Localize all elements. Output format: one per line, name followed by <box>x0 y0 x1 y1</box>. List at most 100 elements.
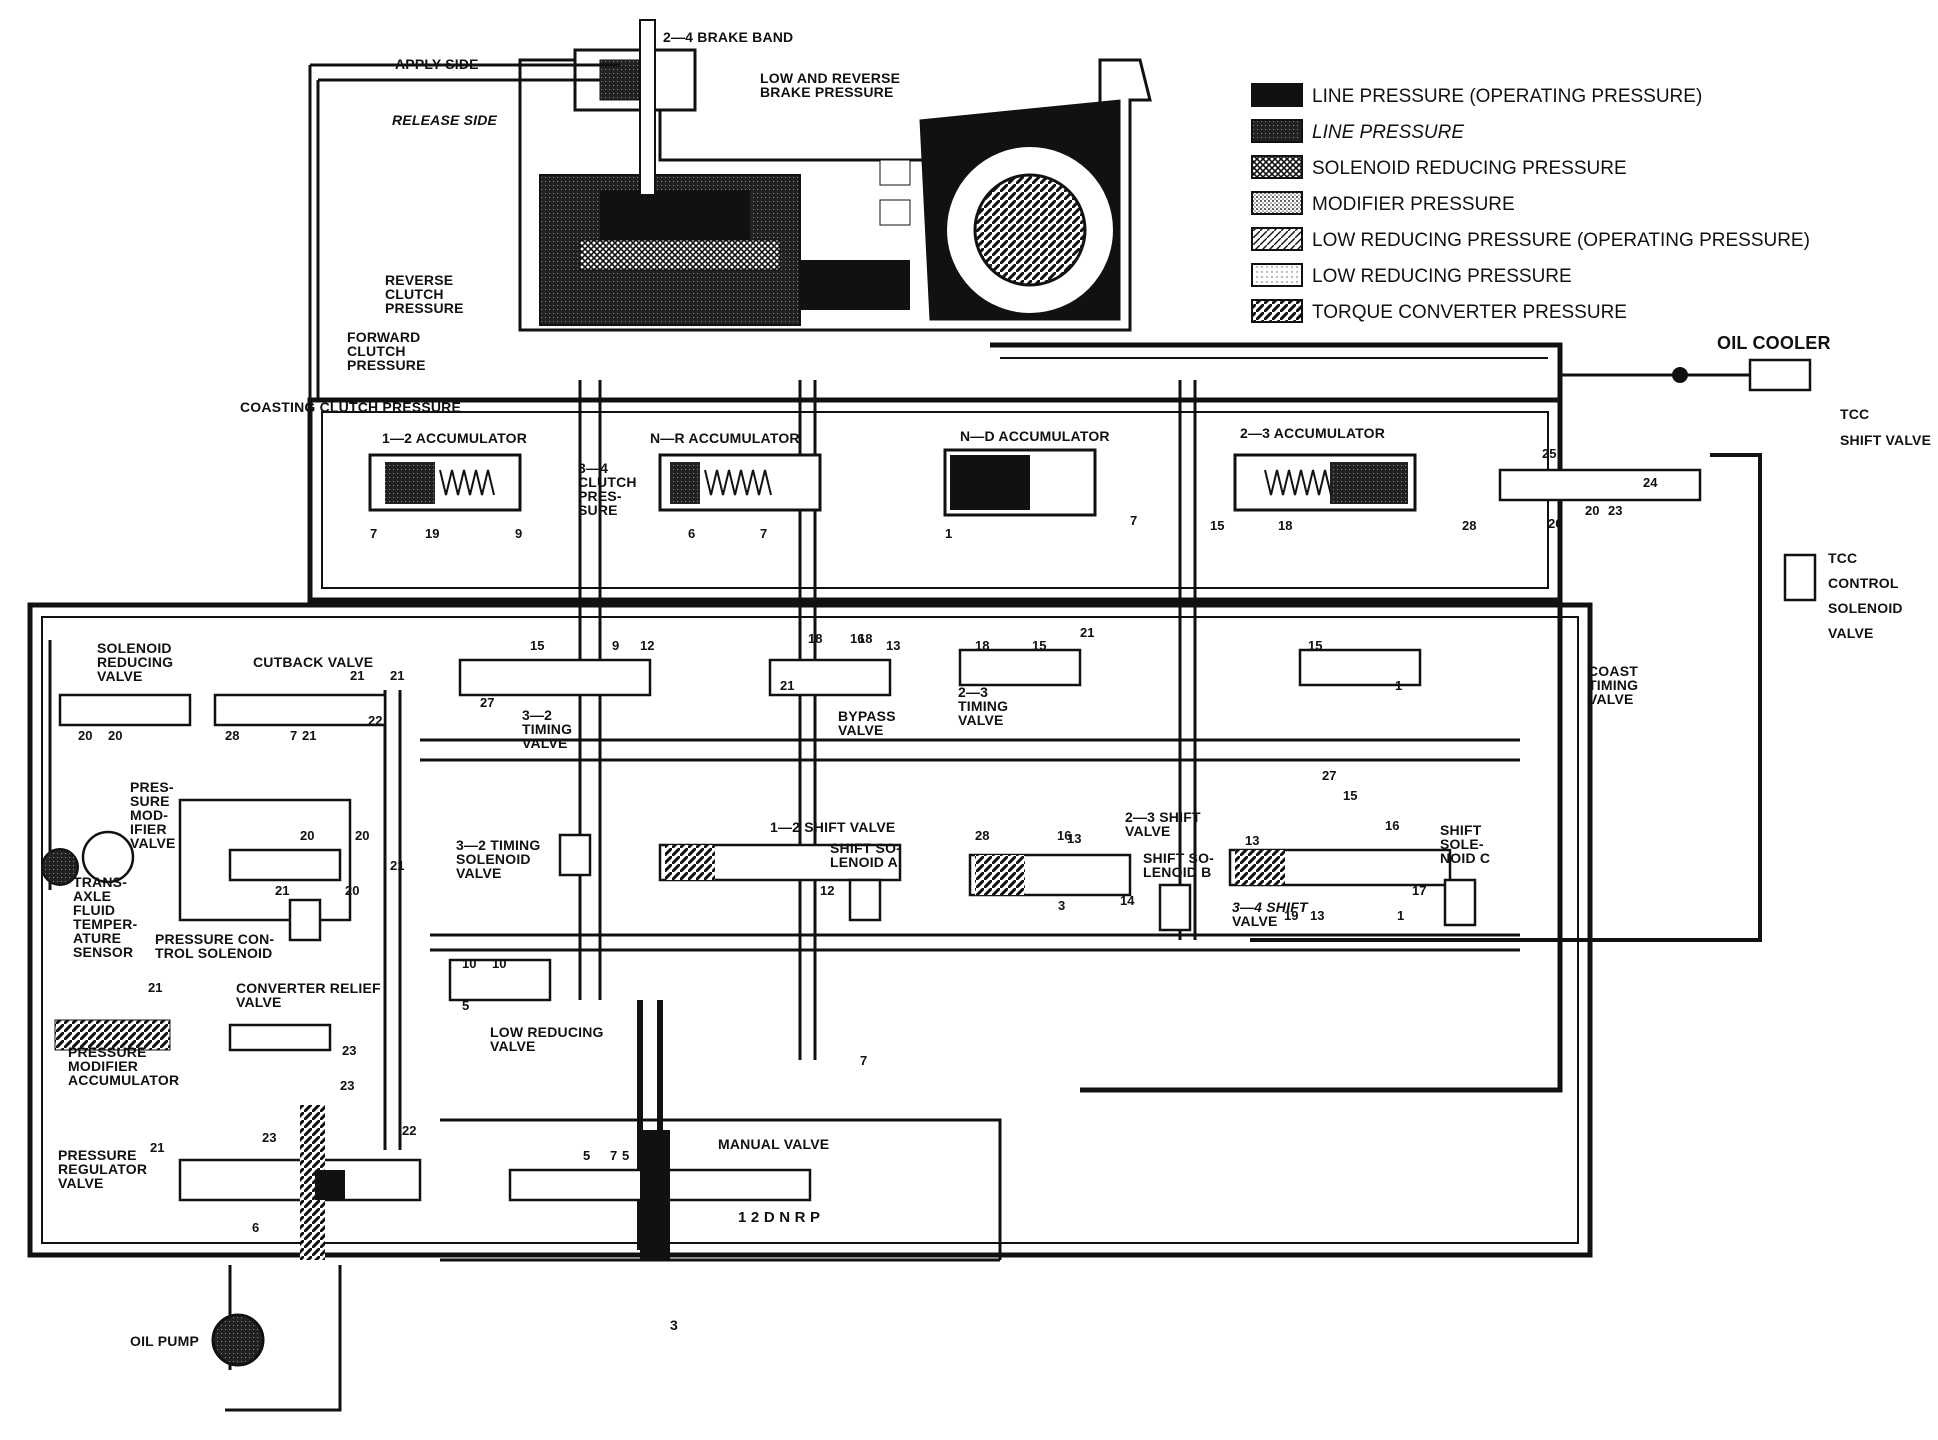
port-number: 1 <box>945 526 952 541</box>
port-number: 16 <box>850 631 864 646</box>
svg-text:SURE: SURE <box>130 793 170 809</box>
valve-fills <box>54 845 1285 1260</box>
svg-text:3—4 SHIFT: 3—4 SHIFT <box>1232 899 1309 915</box>
label-apply-side: APPLY SIDE <box>395 56 479 72</box>
port-number: 22 <box>402 1123 416 1138</box>
port-number: 15 <box>530 638 544 653</box>
svg-text:SHIFT SO-: SHIFT SO- <box>830 840 901 856</box>
port-number: 21 <box>390 858 404 873</box>
svg-text:SOLENOID: SOLENOID <box>97 640 172 656</box>
svg-text:VALVE: VALVE <box>1828 625 1874 641</box>
svg-text:3—2 TIMING: 3—2 TIMING <box>456 837 540 853</box>
port-number: 28 <box>975 828 989 843</box>
svg-text:N—R ACCUMULATOR: N—R ACCUMULATOR <box>650 430 800 446</box>
legend-label: TORQUE CONVERTER PRESSURE <box>1312 302 1627 323</box>
svg-text:VALVE: VALVE <box>838 722 884 738</box>
svg-text:SURE: SURE <box>578 502 618 518</box>
label-coasting-clutch: COASTING CLUTCH PRESSURE <box>240 399 461 415</box>
legend-swatch-crosshatch <box>1251 155 1303 179</box>
label-brake-band: 2—4 BRAKE BAND <box>663 29 793 45</box>
port-number: 16 <box>1385 818 1399 833</box>
legend-label: LINE PRESSURE <box>1312 122 1464 143</box>
legend-label: SOLENOID REDUCING PRESSURE <box>1312 158 1627 179</box>
legend-swatch-dense-hatch <box>1251 119 1303 143</box>
svg-text:REVERSE: REVERSE <box>385 272 453 288</box>
svg-text:TRANS-: TRANS- <box>73 874 127 890</box>
svg-text:PRESSURE: PRESSURE <box>347 357 426 373</box>
port-number: 6 <box>688 526 695 541</box>
port-number: 18 <box>1278 518 1292 533</box>
port-number: 20 <box>300 828 314 843</box>
svg-text:PRESSURE: PRESSURE <box>385 300 464 316</box>
svg-text:COAST: COAST <box>1588 663 1638 679</box>
svg-text:CLUTCH: CLUTCH <box>347 343 406 359</box>
svg-text:SOLE-: SOLE- <box>1440 836 1484 852</box>
accumulator-n-r <box>658 453 822 512</box>
port-number: 15 <box>1032 638 1046 653</box>
svg-text:1—2 SHIFT VALVE: 1—2 SHIFT VALVE <box>770 819 895 835</box>
legend-label: LOW REDUCING PRESSURE (OPERATING PRESSUR… <box>1312 230 1810 251</box>
port-number: 21 <box>390 668 404 683</box>
svg-text:VALVE: VALVE <box>958 712 1004 728</box>
svg-text:3—4: 3—4 <box>578 460 608 476</box>
accumulator-1-2 <box>368 453 522 512</box>
svg-text:CUTBACK VALVE: CUTBACK VALVE <box>253 654 373 670</box>
svg-text:MANUAL VALVE: MANUAL VALVE <box>718 1136 829 1152</box>
port-number: 6 <box>252 1220 259 1235</box>
port-number: 22 <box>368 713 382 728</box>
legend-label: LOW REDUCING PRESSURE <box>1312 266 1572 287</box>
accumulator-2-3 <box>1233 453 1417 512</box>
svg-text:VALVE: VALVE <box>490 1038 536 1054</box>
port-number: 23 <box>262 1130 276 1145</box>
port-number: 7 <box>860 1053 867 1068</box>
svg-text:CLUTCH: CLUTCH <box>578 474 637 490</box>
port-number: 13 <box>1067 831 1081 846</box>
svg-text:VALVE: VALVE <box>1125 823 1171 839</box>
port-number: 13 <box>1310 908 1324 923</box>
label-release-side: RELEASE SIDE <box>392 112 498 128</box>
port-number: 15 <box>1210 518 1224 533</box>
port-number: 26 <box>1548 516 1562 531</box>
port-number: 20 <box>1585 503 1599 518</box>
labels: 2—4 BRAKE BAND APPLY SIDE RELEASE SIDE L… <box>58 29 1931 1349</box>
port-number: 18 <box>858 631 872 646</box>
port-number: 6 <box>642 1148 649 1163</box>
svg-text:TIMING: TIMING <box>522 721 572 737</box>
svg-text:LENOID B: LENOID B <box>1143 864 1212 880</box>
svg-text:2—3 SHIFT: 2—3 SHIFT <box>1125 809 1201 825</box>
svg-text:SHIFT: SHIFT <box>1440 822 1482 838</box>
port-number: 28 <box>1462 518 1476 533</box>
port-number: 12 <box>640 638 654 653</box>
port-number: 17 <box>1412 883 1426 898</box>
port-number: 18 <box>975 638 989 653</box>
svg-text:PRES-: PRES- <box>130 779 174 795</box>
port-number: 12 <box>820 883 834 898</box>
port-number: 23 <box>1608 503 1622 518</box>
port-number: 10 <box>492 956 506 971</box>
svg-text:PRES-: PRES- <box>578 488 622 504</box>
port-number: 20 <box>108 728 122 743</box>
legend-swatch-dots-light <box>1251 263 1303 287</box>
svg-text:SHIFT SO-: SHIFT SO- <box>1143 850 1214 866</box>
legend-swatch-diagonal <box>1251 227 1303 251</box>
port-number: 5 <box>462 998 469 1013</box>
svg-text:1—2 ACCUMULATOR: 1—2 ACCUMULATOR <box>382 430 527 446</box>
port-number: 16 <box>1057 828 1071 843</box>
port-number: 21 <box>148 980 162 995</box>
svg-text:ATURE: ATURE <box>73 930 121 946</box>
port-number: 9 <box>612 638 619 653</box>
port-number: 5 <box>622 1148 629 1163</box>
port-number: 19 <box>1284 908 1298 923</box>
port-number: 13 <box>886 638 900 653</box>
svg-text:VALVE: VALVE <box>456 865 502 881</box>
oil-cooler-fitting-icon <box>1672 367 1688 383</box>
port-number: 3 <box>1058 898 1065 913</box>
svg-text:REGULATOR: REGULATOR <box>58 1161 147 1177</box>
svg-text:NOID C: NOID C <box>1440 850 1490 866</box>
legend-swatch-diagonal-bold <box>1251 299 1303 323</box>
solenoids <box>288 553 1817 942</box>
svg-text:TIMING: TIMING <box>958 698 1008 714</box>
svg-text:TIMING: TIMING <box>1588 677 1638 693</box>
label-low-reverse: LOW AND REVERSE <box>760 70 900 86</box>
port-number: 7 <box>760 526 767 541</box>
